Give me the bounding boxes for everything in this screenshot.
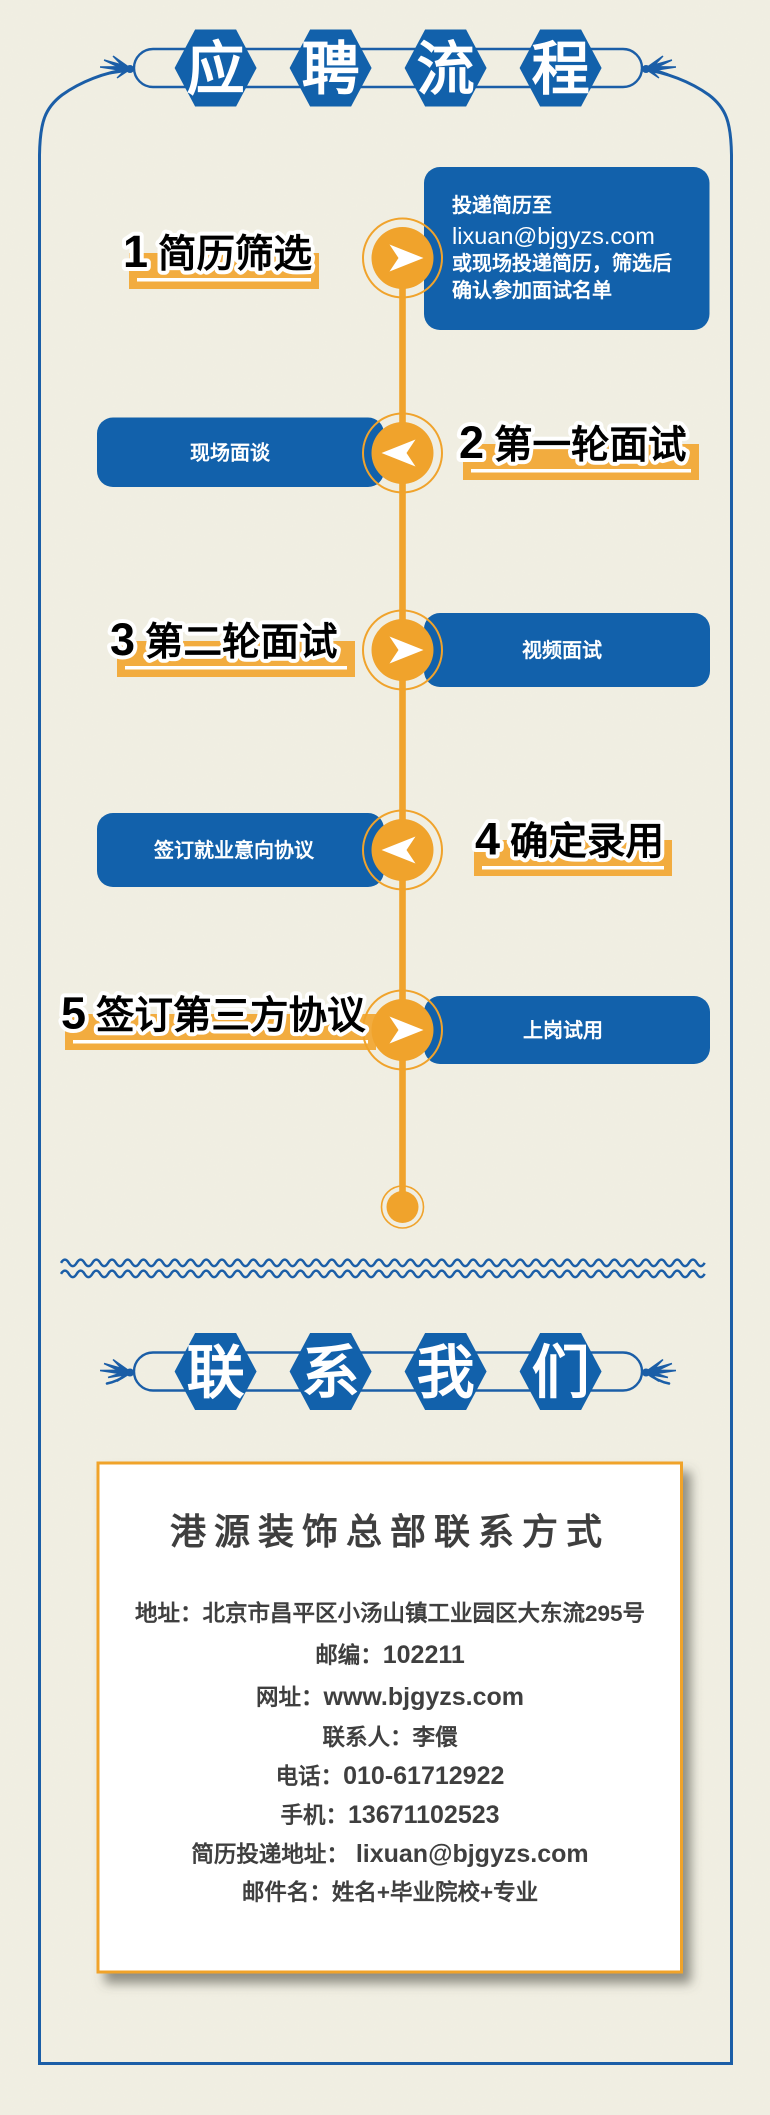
svg-text:网址：www.bjgyzs.com: 网址：www.bjgyzs.com xyxy=(256,1683,524,1711)
svg-text:流: 流 xyxy=(417,37,475,102)
svg-text:港源装饰总部联系方式: 港源装饰总部联系方式 xyxy=(170,1511,610,1552)
svg-text:程: 程 xyxy=(532,37,590,102)
svg-text:联系人：李儇: 联系人：李儇 xyxy=(322,1725,458,1750)
svg-text:邮编：102211: 邮编：102211 xyxy=(315,1641,465,1669)
svg-text:上岗试用: 上岗试用 xyxy=(523,1019,603,1042)
svg-text:地址：北京市昌平区小汤山镇工业园区大东流295号: 地址：北京市昌平区小汤山镇工业园区大东流295号 xyxy=(135,1600,645,1626)
svg-text:手机：13671102523: 手机：13671102523 xyxy=(280,1801,499,1829)
svg-text:现场面谈: 现场面谈 xyxy=(190,440,271,464)
svg-text:联: 联 xyxy=(187,1341,245,1406)
svg-text:简历投递地址： lixuan@bjgyzs.com: 简历投递地址： lixuan@bjgyzs.com xyxy=(191,1840,588,1868)
svg-text:邮件名：姓名+毕业院校+专业: 邮件名：姓名+毕业院校+专业 xyxy=(242,1879,538,1905)
svg-text:电话：010-61712922: 电话：010-61712922 xyxy=(276,1762,505,1790)
svg-text:视频面试: 视频面试 xyxy=(522,638,602,662)
svg-text:系: 系 xyxy=(302,1341,360,1406)
svg-text:应: 应 xyxy=(187,37,245,102)
svg-text:投递简历至: 投递简历至 xyxy=(452,193,552,217)
svg-text:lixuan@bjgyzs.com: lixuan@bjgyzs.com xyxy=(452,223,655,249)
svg-text:聘: 聘 xyxy=(302,37,360,102)
svg-text:签订就业意向协议: 签订就业意向协议 xyxy=(153,838,315,862)
svg-text:确认参加面试名单: 确认参加面试名单 xyxy=(452,278,612,302)
svg-text:或现场投递简历，筛选后: 或现场投递简历，筛选后 xyxy=(452,251,672,275)
svg-text:我: 我 xyxy=(417,1341,475,1406)
svg-text:们: 们 xyxy=(532,1341,590,1406)
